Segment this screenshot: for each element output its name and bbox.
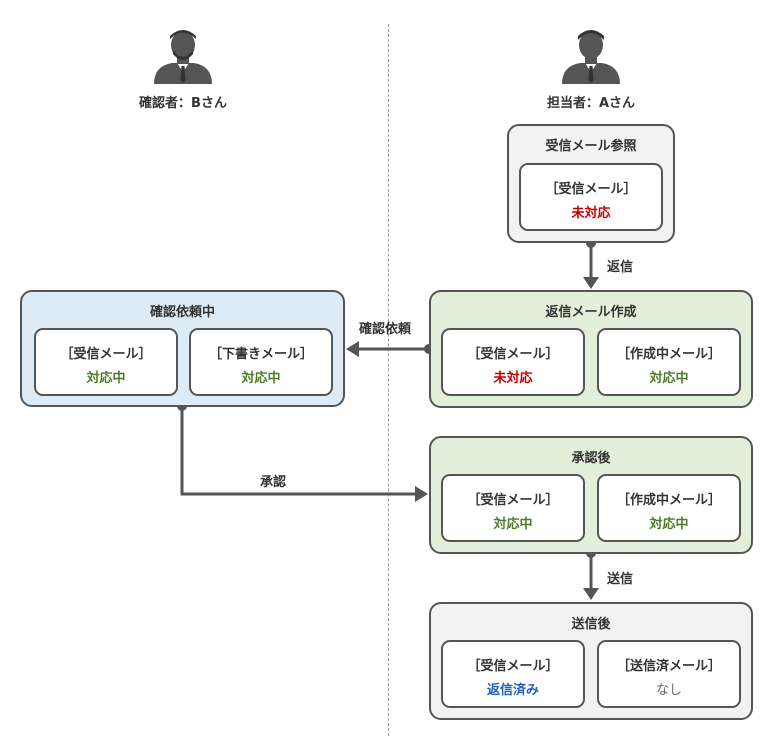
reply-connector <box>583 238 599 289</box>
state-after-send: 送信後 ［受信メール］ 返信済み ［送信済メール］ なし <box>429 602 753 720</box>
approve-connector <box>177 401 428 502</box>
person-bearded-icon <box>154 30 212 84</box>
mail-card: ［受信メール］ 未対応 <box>441 328 585 396</box>
mail-status: 対応中 <box>649 371 689 386</box>
confirm-request-connector <box>346 341 434 357</box>
mail-status: 未対応 <box>571 206 611 221</box>
state-title: 受信メール参照 <box>545 139 637 154</box>
reply-edge-label: 返信 <box>607 260 634 275</box>
state-title: 返信メール作成 <box>545 305 637 320</box>
assignee-label: 担当者：Aさん <box>546 96 636 111</box>
mail-status: 対応中 <box>493 517 533 532</box>
mail-name: ［受信メール］ <box>467 659 559 674</box>
mail-status: 未対応 <box>493 371 533 386</box>
mail-card: ［送信済メール］ なし <box>597 640 741 708</box>
person-icon <box>562 30 620 84</box>
mail-status: 対応中 <box>241 371 281 386</box>
mail-name: ［送信済メール］ <box>616 659 721 674</box>
state-after-approval: 承認後 ［受信メール］ 対応中 ［作成中メール］ 対応中 <box>429 436 753 554</box>
state-title: 送信後 <box>571 617 611 632</box>
mail-card: ［受信メール］ 対応中 <box>441 474 585 542</box>
state-confirm-request: 確認依頼中 ［受信メール］ 対応中 ［下書きメール］ 対応中 <box>20 290 345 407</box>
mail-status: 対応中 <box>649 517 689 532</box>
mail-name: ［受信メール］ <box>467 347 559 362</box>
confirmer-label: 確認者：Bさん <box>139 96 227 111</box>
mail-card: ［受信メール］ 返信済み <box>441 640 585 708</box>
approve-edge-label: 承認 <box>260 475 287 490</box>
mail-name: ［下書きメール］ <box>208 347 313 362</box>
state-title: 確認依頼中 <box>149 305 215 320</box>
mail-status: 返信済み <box>486 683 539 698</box>
mail-name: ［受信メール］ <box>545 182 637 197</box>
mail-card: ［作成中メール］ 対応中 <box>597 328 741 396</box>
state-reply-create: 返信メール作成 ［受信メール］ 未対応 ［作成中メール］ 対応中 <box>429 290 753 408</box>
mail-name: ［作成中メール］ <box>616 347 721 362</box>
send-edge-label: 送信 <box>607 572 634 587</box>
mail-card: ［下書きメール］ 対応中 <box>189 328 333 396</box>
mail-name: ［作成中メール］ <box>616 493 721 508</box>
mail-name: ［受信メール］ <box>467 493 559 508</box>
state-title: 承認後 <box>571 451 611 466</box>
send-connector <box>583 548 599 600</box>
confirm-request-edge-label: 確認依頼 <box>359 322 412 337</box>
mail-status: 対応中 <box>86 371 126 386</box>
mail-card: ［受信メール］ 未対応 <box>519 163 663 231</box>
mail-status: なし <box>655 683 682 698</box>
state-received-view: 受信メール参照 ［受信メール］ 未対応 <box>507 124 675 243</box>
mail-card: ［作成中メール］ 対応中 <box>597 474 741 542</box>
mail-card: ［受信メール］ 対応中 <box>34 328 178 396</box>
mail-name: ［受信メール］ <box>60 347 152 362</box>
swimlane-divider <box>388 24 389 736</box>
